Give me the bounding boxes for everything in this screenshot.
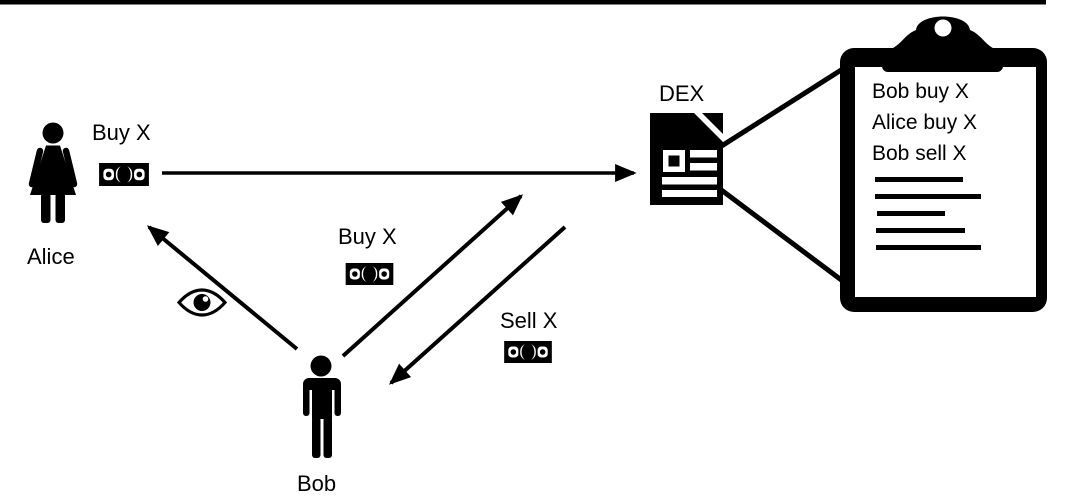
clipboard-icon [840,16,1047,312]
zoom-line-top [718,55,862,150]
mempool-entry: Alice buy X [872,111,978,134]
money-bill-icon-bob-buy [345,263,394,285]
top-border-rule [0,0,1046,5]
arrow-bob-buy-to-dex [341,194,524,358]
mempool-entry: Bob buy X [872,80,969,103]
arrow-bob-observes-alice [146,225,299,351]
bob-sell-order-label: Sell X [500,308,558,333]
mempool-entries: Bob buy X Alice buy X Bob sell X [872,76,977,169]
bob-label: Bob [297,471,337,496]
alice-order-label: Buy X [92,120,151,145]
clipboard-ruled-lines [875,177,981,250]
dex-label: DEX [659,81,705,106]
arrow-dex-sell-to-bob [388,225,567,385]
bob-buy-order-label: Buy X [338,224,397,249]
money-bill-icon-alice-buy [99,163,149,186]
mempool-entry: Bob sell X [872,142,967,165]
man-icon [303,355,341,458]
document-icon [650,113,723,205]
money-bill-icon-bob-sell [504,341,552,363]
eye-icon [176,288,228,317]
zoom-line-bottom [718,187,862,296]
woman-icon [28,122,78,223]
alice-label: Alice [27,244,75,269]
